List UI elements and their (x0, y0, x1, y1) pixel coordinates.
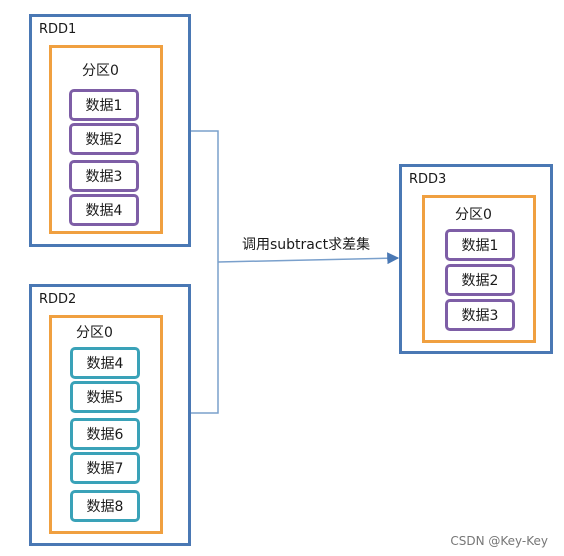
rdd2-item-3: 数据6 (70, 418, 140, 450)
rdd1-item-2: 数据2 (69, 123, 139, 155)
rdd2-connector (190, 262, 219, 414)
rdd2-item-1: 数据4 (70, 347, 140, 379)
watermark: CSDN @Key-Key (450, 534, 548, 548)
subtract-arrow (217, 252, 400, 265)
rdd3-box: RDD3 分区0 数据1 数据2 数据3 (399, 164, 553, 354)
rdd2-box: RDD2 分区0 数据4 数据5 数据6 数据7 数据8 (29, 284, 191, 546)
rdd3-partition: 分区0 数据1 数据2 数据3 (422, 195, 536, 343)
rdd3-title: RDD3 (409, 172, 447, 187)
rdd1-connector (190, 130, 219, 262)
rdd1-partition: 分区0 数据1 数据2 数据3 数据4 (49, 45, 163, 234)
rdd2-item-4: 数据7 (70, 452, 140, 484)
subtract-label: 调用subtract求差集 (242, 237, 371, 253)
rdd1-partition-title: 分区0 (82, 63, 119, 79)
rdd2-item-2: 数据5 (70, 381, 140, 413)
rdd1-title: RDD1 (39, 22, 77, 37)
rdd2-item-5: 数据8 (70, 490, 140, 522)
rdd3-item-1: 数据1 (445, 229, 515, 261)
rdd2-partition: 分区0 数据4 数据5 数据6 数据7 数据8 (49, 315, 163, 534)
rdd1-item-3: 数据3 (69, 160, 139, 192)
rdd3-partition-title: 分区0 (455, 207, 492, 223)
rdd1-item-4: 数据4 (69, 194, 139, 226)
rdd2-title: RDD2 (39, 292, 77, 307)
rdd3-item-3: 数据3 (445, 299, 515, 331)
rdd2-partition-title: 分区0 (76, 325, 113, 341)
rdd3-item-2: 数据2 (445, 264, 515, 296)
rdd1-item-1: 数据1 (69, 89, 139, 121)
rdd1-box: RDD1 分区0 数据1 数据2 数据3 数据4 (29, 14, 191, 247)
